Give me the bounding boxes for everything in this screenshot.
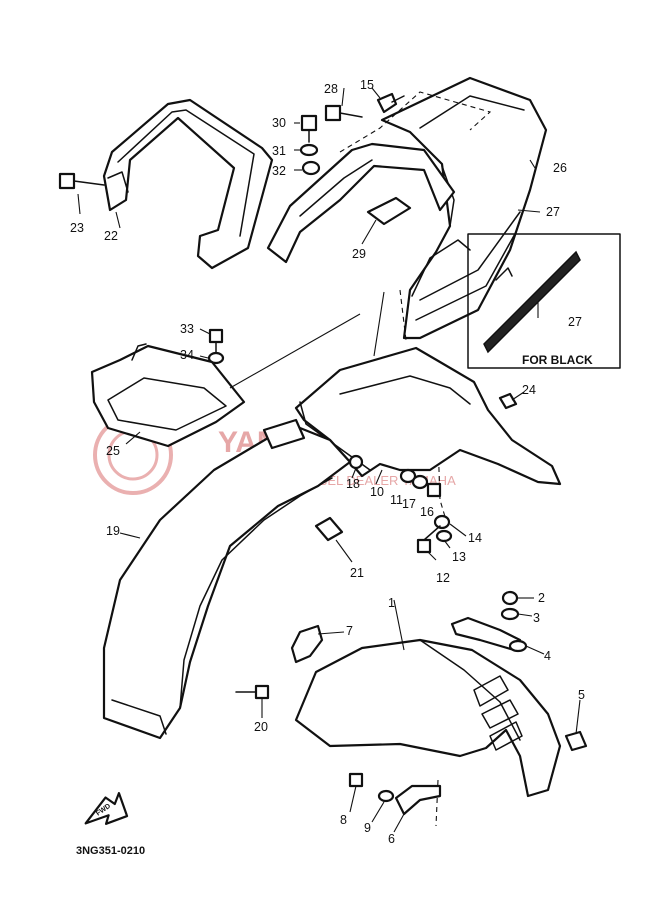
seat-bracket xyxy=(266,142,456,264)
alignment-dash-bottom xyxy=(435,779,439,827)
part-1-front-fender xyxy=(294,638,562,798)
callout-labels: 1 2 3 4 5 6 7 8 9 10 11 12 13 14 15 16 1… xyxy=(70,78,585,846)
part-23-bolt xyxy=(58,172,105,215)
parts-11-18-fasteners xyxy=(348,454,453,554)
callout-12: 12 xyxy=(436,571,450,585)
callout-8: 8 xyxy=(340,813,347,827)
part-24-nut xyxy=(498,392,518,410)
callout-14: 14 xyxy=(468,531,482,545)
alignment-dash-top xyxy=(339,91,492,153)
callout-6: 6 xyxy=(388,832,395,846)
callout-29: 29 xyxy=(352,247,366,261)
part-25-housing xyxy=(90,328,246,448)
callout-9: 9 xyxy=(364,821,371,835)
callout-2: 2 xyxy=(538,591,545,605)
callout-3: 3 xyxy=(533,611,540,625)
callout-22: 22 xyxy=(104,229,118,243)
callout-20: 20 xyxy=(254,720,268,734)
callout-10: 10 xyxy=(370,485,384,499)
callout-21: 21 xyxy=(350,566,364,580)
part-22-grab-bar xyxy=(102,98,274,270)
callout-5: 5 xyxy=(578,688,585,702)
callout-19: 19 xyxy=(106,524,120,538)
part-29-pad xyxy=(366,196,412,226)
for-black-inset: FOR BLACK xyxy=(467,233,621,369)
callout-17: 17 xyxy=(402,497,416,511)
parts-6-8-9-lower xyxy=(348,772,442,816)
callout-34: 34 xyxy=(180,348,194,362)
callout-1: 1 xyxy=(388,596,395,610)
part-4-stay xyxy=(450,616,528,653)
callout-13: 13 xyxy=(452,550,466,564)
part-5-grommet xyxy=(564,730,588,752)
callout-24: 24 xyxy=(522,383,536,397)
small-fasteners-top xyxy=(299,92,405,176)
callout-11: 11 xyxy=(390,493,403,507)
callout-28: 28 xyxy=(324,82,338,96)
leader-lines xyxy=(115,87,581,833)
callout-27-inset: 27 xyxy=(568,315,582,329)
callout-32: 32 xyxy=(272,164,286,178)
part-26-tail-cover xyxy=(380,76,548,340)
callout-33: 33 xyxy=(180,322,194,336)
callout-18: 18 xyxy=(346,477,360,491)
callout-31: 31 xyxy=(272,144,286,158)
callout-15: 15 xyxy=(360,78,374,92)
parts-2-3-nut-washer xyxy=(500,590,520,621)
callout-25: 25 xyxy=(106,444,120,458)
callout-26: 26 xyxy=(553,161,567,175)
part-21-clip xyxy=(314,516,344,542)
fwd-arrow-icon: FWD xyxy=(84,792,129,825)
inset-label: FOR BLACK xyxy=(522,353,593,367)
callout-4: 4 xyxy=(544,649,551,663)
part-20-bolt xyxy=(235,684,270,700)
callout-27-tail: 27 xyxy=(546,205,560,219)
callout-7: 7 xyxy=(346,624,353,638)
diagram-code: 3NG351-0210 xyxy=(76,845,145,857)
callout-16: 16 xyxy=(420,505,434,519)
part-19-rear-fender xyxy=(102,418,352,740)
callout-23: 23 xyxy=(70,221,84,235)
part-7-bracket xyxy=(290,624,324,664)
callout-30: 30 xyxy=(272,116,286,130)
